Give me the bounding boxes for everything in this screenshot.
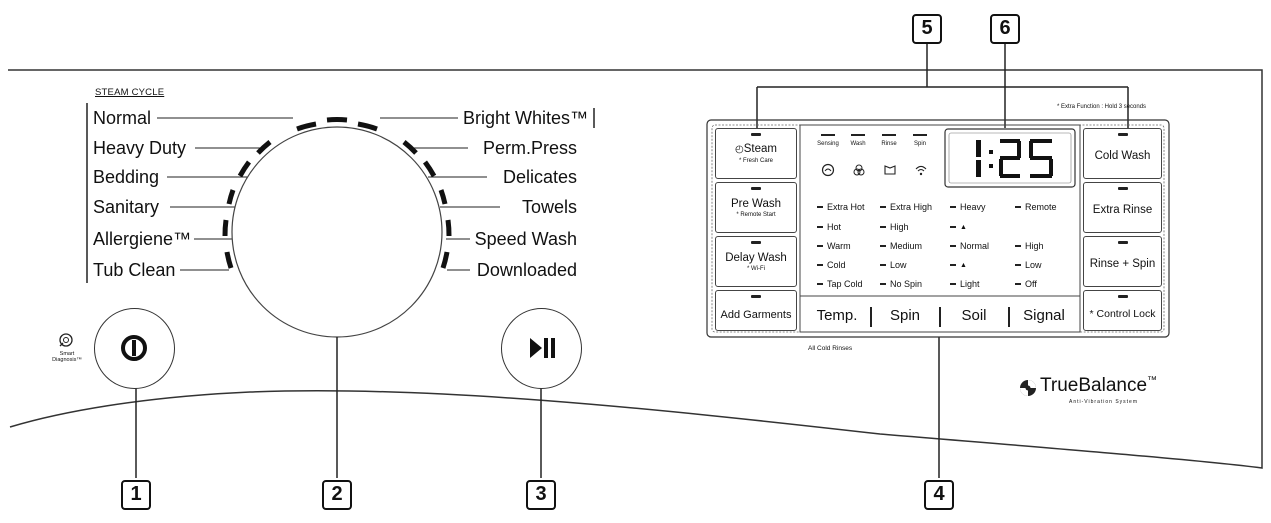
smart-diagnosis-icon <box>57 331 75 354</box>
extra-rinse-led <box>1117 187 1128 190</box>
soil-option-1: ▲ <box>950 222 967 233</box>
cycle-perm-press: Perm.Press <box>482 138 577 158</box>
add-garments-led <box>751 295 761 298</box>
soil-option-2: Normal <box>950 241 989 252</box>
wifi-icon <box>914 163 928 182</box>
status-rinse: Rinse <box>876 134 902 147</box>
temp-option-3: Cold <box>817 260 846 271</box>
steam-icon: ◴ <box>735 144 744 155</box>
callout-4: 4 <box>924 480 954 510</box>
delay-wash-label: Delay Wash <box>725 252 787 264</box>
callout-2: 2 <box>322 480 352 510</box>
smart-diagnosis-label: Smart Diagnosis™ <box>52 351 82 363</box>
extra-rinse-label: Extra Rinse <box>1092 204 1153 216</box>
delay-wash-button[interactable]: Delay Wash * Wi-Fi <box>715 236 797 287</box>
start-pause-button[interactable] <box>501 308 582 389</box>
brand-subtitle: Anti-Vibration System <box>1069 399 1138 405</box>
delay-wash-sublabel: * Wi-Fi <box>747 266 765 272</box>
temp-option-0: Extra Hot <box>817 202 865 213</box>
status-sensing: Sensing <box>815 134 841 147</box>
play-pause-icon <box>530 338 555 358</box>
spin-option-2: Medium <box>880 241 922 252</box>
add-garments-button[interactable]: Add Garments <box>715 290 797 331</box>
key-separator <box>870 307 872 327</box>
tub-clean-icon <box>852 163 866 182</box>
signal-option-3: Low <box>1015 260 1042 271</box>
cycle-allergiene: Allergiene™ <box>93 229 192 249</box>
extra-function-note: * Extra Function : Hold 3 seconds <box>1057 104 1147 110</box>
key-separator <box>1008 307 1010 327</box>
steam-label: Steam <box>743 143 777 155</box>
cycle-tub-clean: Tub Clean <box>93 260 176 280</box>
cycle-speed-wash: Speed Wash <box>474 229 577 249</box>
extra-rinse-button[interactable]: Extra Rinse <box>1083 182 1162 233</box>
cycle-bedding: Bedding <box>93 167 160 187</box>
steam-cycle-title: STEAM CYCLE <box>95 87 165 98</box>
all-cold-rinses-label: All Cold Rinses <box>808 345 853 352</box>
power-icon <box>121 335 147 361</box>
pre-wash-sublabel: * Remote Start <box>736 212 776 218</box>
soil-button[interactable]: Soil <box>961 307 987 324</box>
soil-option-4: Light <box>950 279 980 290</box>
truebalance-logo-icon <box>1019 379 1037 402</box>
signal-option-2: High <box>1015 241 1044 252</box>
control-lock-led <box>1117 295 1128 298</box>
signal-option-0: Remote <box>1015 202 1057 213</box>
steam-status-icon <box>821 163 835 182</box>
callout-1: 1 <box>121 480 151 510</box>
cycle-bright-whites: Bright Whites™ <box>462 108 588 128</box>
rinse-spin-label: Rinse + Spin <box>1089 258 1156 270</box>
brand-name: TrueBalance™ <box>1040 375 1158 396</box>
temp-option-2: Warm <box>817 241 851 252</box>
cold-wash-led <box>1117 133 1128 136</box>
callout-6: 6 <box>990 14 1020 44</box>
steam-button[interactable]: ◴Steam * Fresh Care <box>715 128 797 179</box>
temp-option-4: Tap Cold <box>817 279 863 290</box>
delay-wash-led <box>751 241 761 244</box>
temp-button[interactable]: Temp. <box>816 307 858 324</box>
cycle-towels: Towels <box>521 197 577 217</box>
cycle-dial[interactable] <box>232 127 442 337</box>
cycle-heavy-duty: Heavy Duty <box>93 138 187 158</box>
cycle-normal: Normal <box>93 108 152 128</box>
spin-option-1: High <box>880 222 909 233</box>
spin-option-0: Extra High <box>880 202 932 213</box>
key-separator <box>939 307 941 327</box>
callout-5: 5 <box>912 14 942 44</box>
pre-wash-button[interactable]: Pre Wash * Remote Start <box>715 182 797 233</box>
temp-option-1: Hot <box>817 222 841 233</box>
cycle-downloaded: Downloaded <box>476 260 577 280</box>
pre-wash-led <box>751 187 761 190</box>
steam-sublabel: * Fresh Care <box>738 158 773 164</box>
steam-led <box>751 133 761 136</box>
cycle-delicates: Delicates <box>502 167 577 187</box>
add-garments-label: Add Garments <box>720 309 792 321</box>
signal-button[interactable]: Signal <box>1023 307 1065 324</box>
rinse-spin-button[interactable]: Rinse + Spin <box>1083 236 1162 287</box>
spin-button[interactable]: Spin <box>889 307 921 324</box>
spin-option-3: Low <box>880 260 907 271</box>
rinse-spin-led <box>1117 241 1128 244</box>
signal-option-4: Off <box>1015 279 1037 290</box>
door-lock-icon <box>883 163 897 182</box>
control-lock-label: * Control Lock <box>1089 308 1156 320</box>
power-button[interactable] <box>94 308 175 389</box>
status-wash: Wash <box>845 134 871 147</box>
soil-option-3: ▲ <box>950 260 967 271</box>
cycle-sanitary: Sanitary <box>93 197 160 217</box>
status-spin: Spin <box>907 134 933 147</box>
cold-wash-button[interactable]: Cold Wash <box>1083 128 1162 179</box>
control-lock-button[interactable]: * Control Lock <box>1083 290 1162 331</box>
callout-3: 3 <box>526 480 556 510</box>
time-display <box>962 137 1062 186</box>
spin-option-4: No Spin <box>880 279 922 290</box>
cold-wash-label: Cold Wash <box>1094 150 1151 162</box>
soil-option-0: Heavy <box>950 202 986 213</box>
pre-wash-label: Pre Wash <box>730 198 782 210</box>
